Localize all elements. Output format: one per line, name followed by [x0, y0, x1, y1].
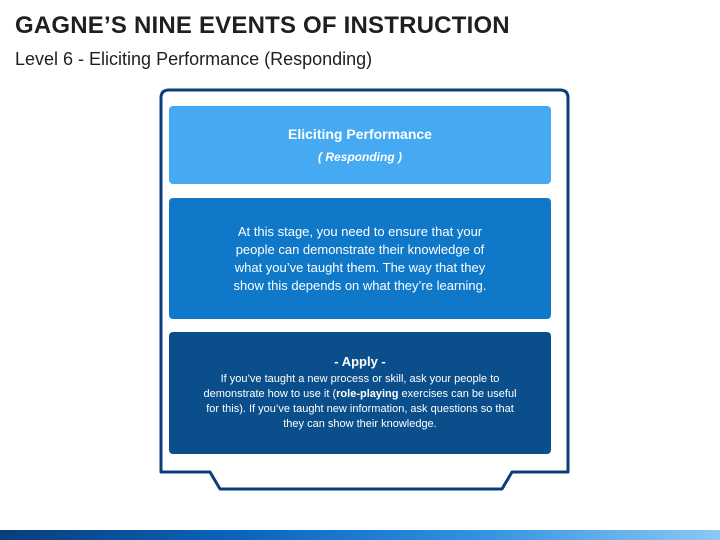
slide-title: GAGNE’S NINE EVENTS OF INSTRUCTION: [15, 12, 510, 39]
description-text: At this stage, you need to ensure that y…: [233, 223, 487, 293]
apply-text-start: If you’ve taught a new process or skill,…: [203, 373, 500, 400]
header-box: Eliciting Performance ( Responding ): [169, 106, 551, 184]
apply-text: If you’ve taught a new process or skill,…: [199, 372, 521, 432]
apply-box: - Apply - If you’ve taught a new process…: [169, 332, 551, 454]
apply-text-end: exercises can be useful for this). If yo…: [206, 388, 517, 430]
header-box-subtitle: ( Responding ): [318, 150, 402, 164]
header-box-title: Eliciting Performance: [288, 126, 432, 142]
apply-text-bold: role-playing: [336, 388, 399, 400]
apply-title: - Apply -: [334, 354, 386, 369]
slide-subtitle: Level 6 - Eliciting Performance (Respond…: [15, 49, 373, 69]
bottom-accent-bar: [0, 530, 720, 540]
description-box: At this stage, you need to ensure that y…: [169, 198, 551, 319]
